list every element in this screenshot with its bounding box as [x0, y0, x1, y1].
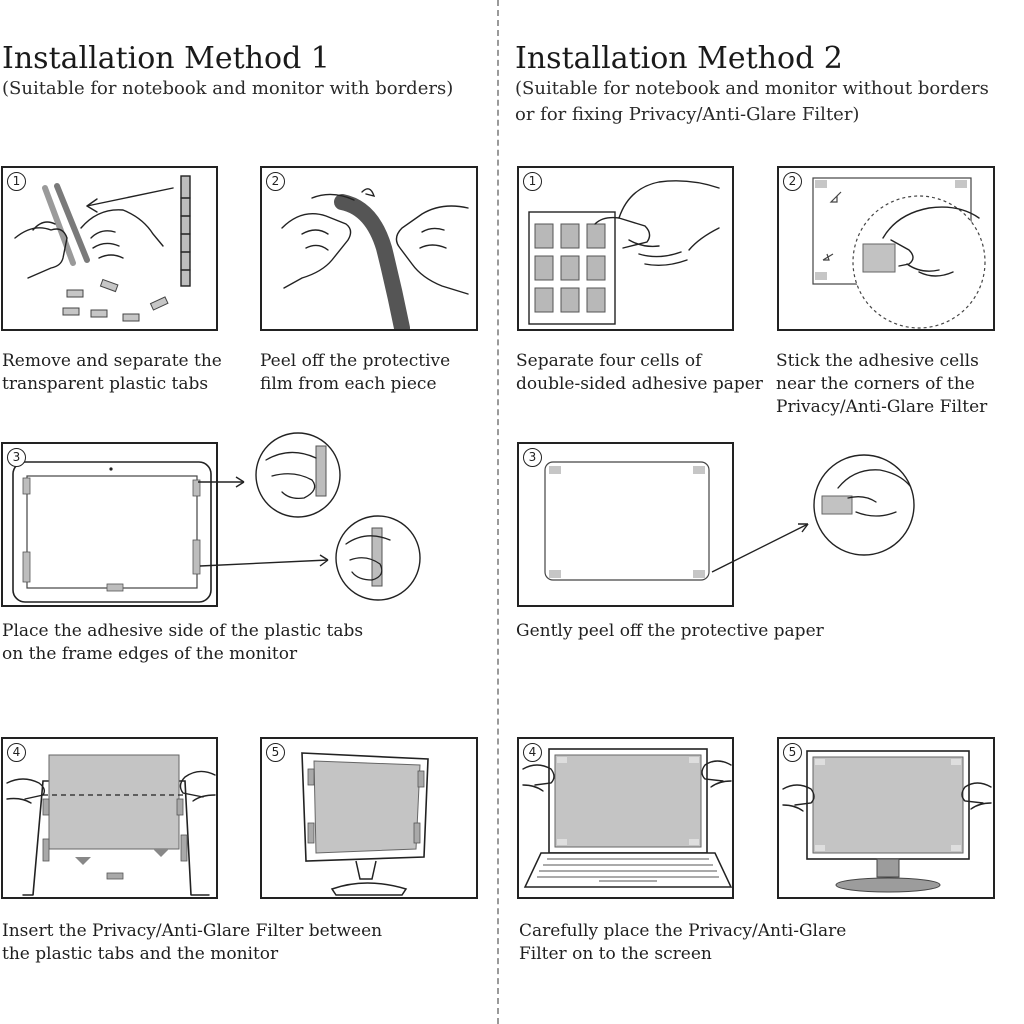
- caption-line: Filter on to the screen: [519, 944, 712, 964]
- m2-step4-caption: Carefully place the Privacy/Anti-Glare F…: [519, 920, 846, 966]
- caption-line: Stick the adhesive cells: [776, 351, 979, 371]
- m2-step3-caption: Gently peel off the protective paper: [516, 620, 824, 643]
- m2-step1-caption: Separate four cells of double-sided adhe…: [516, 350, 763, 396]
- insert-filter-laptop-illustration: [6, 754, 216, 896]
- caption-line: transparent plastic tabs: [2, 374, 209, 394]
- stick-cells-illustration: [812, 177, 986, 329]
- caption-line: Separate four cells of: [516, 351, 702, 371]
- method1-title: Installation Method 1: [2, 41, 330, 76]
- step-number: 1: [523, 172, 542, 191]
- place-filter-laptop-illustration: [522, 748, 732, 888]
- caption-line: Place the adhesive side of the plastic t…: [2, 621, 364, 641]
- m1-step1-panel: 1: [1, 166, 218, 331]
- step-number: 5: [266, 743, 285, 762]
- m1-step4-caption: Insert the Privacy/Anti-Glare Filter bet…: [2, 920, 382, 966]
- m1-step5-panel: 5: [260, 737, 478, 899]
- caption-line: Remove and separate the: [2, 351, 222, 371]
- peel-tabs-illustration: [14, 175, 191, 322]
- caption-line: double-sided adhesive paper: [516, 374, 763, 394]
- filter-with-cells-illustration: [544, 461, 710, 581]
- m2-step4-panel: 4: [517, 737, 734, 899]
- method2-subtitle: (Suitable for notebook and monitor witho…: [515, 76, 989, 128]
- step-number: 4: [523, 743, 542, 762]
- step-number: 3: [7, 448, 26, 467]
- place-filter-monitor-illustration: [782, 750, 992, 893]
- column-divider: [497, 0, 499, 1024]
- step-number: 3: [523, 448, 542, 467]
- step-number: 1: [7, 172, 26, 191]
- m1-step2-panel: 2: [260, 166, 478, 331]
- step-number: 4: [7, 743, 26, 762]
- m2-step1-panel: 1: [517, 166, 734, 331]
- m1-step3-caption: Place the adhesive side of the plastic t…: [2, 620, 363, 666]
- caption-line: Privacy/Anti-Glare Filter: [776, 397, 988, 417]
- method2-subtitle-line1: (Suitable for notebook and monitor witho…: [515, 78, 989, 99]
- adhesive-sheet-illustration: [528, 180, 720, 325]
- m2-step5-panel: 5: [777, 737, 995, 899]
- m1-step3-panel: 3: [1, 442, 218, 607]
- m1-step4-panel: 4: [1, 737, 218, 899]
- step-number: 2: [783, 172, 802, 191]
- m1-step2-caption: Peel off the protective film from each p…: [260, 350, 450, 396]
- caption-line: Carefully place the Privacy/Anti-Glare: [519, 921, 847, 941]
- caption-line: the plastic tabs and the monitor: [2, 944, 279, 964]
- step-number: 5: [783, 743, 802, 762]
- m2-step2-caption: Stick the adhesive cells near the corner…: [776, 350, 987, 419]
- caption-line: Insert the Privacy/Anti-Glare Filter bet…: [2, 921, 383, 941]
- m2-step3-panel: 3: [517, 442, 734, 607]
- monitor-filter-installed-illustration: [301, 752, 429, 896]
- method2-subtitle-line2: or for fixing Privacy/Anti-Glare Filter): [515, 104, 860, 125]
- m1-step1-caption: Remove and separate the transparent plas…: [2, 350, 222, 396]
- method1-subtitle: (Suitable for notebook and monitor with …: [2, 78, 454, 99]
- caption-line: Peel off the protective: [260, 351, 451, 371]
- step-number: 2: [266, 172, 285, 191]
- m2-step2-panel: 2: [777, 166, 995, 331]
- caption-line: Gently peel off the protective paper: [516, 621, 824, 641]
- monitor-with-tabs-illustration: [12, 461, 212, 603]
- method2-title: Installation Method 2: [515, 41, 843, 76]
- peel-film-illustration: [281, 188, 469, 329]
- caption-line: near the corners of the: [776, 374, 975, 394]
- caption-line: film from each piece: [260, 374, 437, 394]
- caption-line: on the frame edges of the monitor: [2, 644, 298, 664]
